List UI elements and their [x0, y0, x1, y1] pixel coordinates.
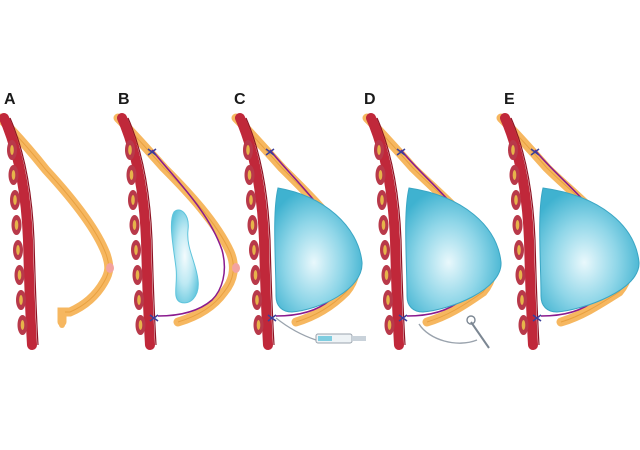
syringe-icon: [275, 317, 366, 344]
rib-core: [377, 145, 381, 155]
inner-pocket-line: [151, 149, 226, 317]
rib-core: [246, 145, 250, 155]
syringe-fluid: [318, 336, 332, 341]
forceps-loop: [466, 315, 476, 325]
rib-core: [138, 320, 143, 330]
panel-letter-e: E: [504, 91, 515, 108]
panel-letter-b: B: [118, 91, 130, 108]
implant-icon: [274, 187, 363, 313]
rib-core: [131, 195, 135, 205]
rib-core: [520, 295, 524, 305]
panel-letter-c: C: [234, 91, 246, 108]
panel-e: [496, 113, 640, 350]
muscle-edge: [376, 117, 406, 346]
rib-core: [383, 245, 387, 255]
rib-core: [13, 195, 17, 205]
rib-core: [518, 270, 523, 280]
rib-core: [137, 295, 141, 305]
panel-b: [113, 113, 240, 350]
rib-core: [514, 195, 518, 205]
rib-core: [380, 195, 384, 205]
rib-core: [16, 245, 20, 255]
skin-edge: [0, 117, 110, 322]
rib-core: [381, 220, 386, 230]
rib-core: [384, 270, 389, 280]
rib-core: [517, 245, 521, 255]
stitch-icon: [398, 314, 408, 322]
tissue-expander-icon: [170, 209, 199, 304]
rib-core: [378, 170, 383, 180]
rib-core: [249, 195, 253, 205]
panel-a: [0, 113, 114, 350]
rib-core: [386, 295, 390, 305]
rib-core: [247, 170, 252, 180]
panel-c: [231, 113, 366, 350]
rib-core: [134, 245, 138, 255]
stitch-icon: [530, 148, 540, 156]
stitch-icon: [147, 148, 157, 156]
rib-core: [135, 270, 140, 280]
muscle-edge: [9, 117, 39, 346]
rib-core: [11, 170, 16, 180]
muscle-edge: [127, 117, 157, 346]
needle-icon: [418, 315, 490, 349]
rib-core: [14, 220, 19, 230]
removal-tube: [418, 323, 478, 344]
syringe-plunger: [352, 336, 366, 341]
rib-core: [17, 270, 22, 280]
panel-letter-d: D: [364, 91, 376, 108]
stitch-icon: [267, 314, 277, 322]
implant-icon: [539, 187, 640, 313]
rib-core: [128, 145, 132, 155]
rib-core: [253, 270, 258, 280]
nipple: [106, 263, 114, 273]
rib-core: [250, 220, 255, 230]
rib-core: [515, 220, 520, 230]
skin-edge: [117, 117, 234, 323]
rib-core: [10, 145, 14, 155]
stitch-icon: [149, 314, 159, 322]
rib-core: [511, 145, 515, 155]
stitch-icon: [532, 314, 542, 322]
rib-core: [19, 295, 23, 305]
rib-core: [521, 320, 526, 330]
panel-d: [362, 113, 502, 350]
stitch-icon: [396, 148, 406, 156]
rib-core: [129, 170, 134, 180]
rib-core: [387, 320, 392, 330]
implant-icon: [405, 187, 502, 313]
rib-core: [256, 320, 261, 330]
rib-core: [252, 245, 256, 255]
fill-tube: [275, 317, 317, 341]
panel-letter-a: A: [4, 91, 16, 108]
rib-core: [132, 220, 137, 230]
rib-core: [512, 170, 517, 180]
rib-core: [20, 320, 25, 330]
muscle-edge: [510, 117, 540, 346]
nipple: [232, 263, 240, 273]
stitch-icon: [265, 148, 275, 156]
muscle-edge: [245, 117, 275, 346]
forceps: [470, 321, 490, 349]
rib-core: [255, 295, 259, 305]
